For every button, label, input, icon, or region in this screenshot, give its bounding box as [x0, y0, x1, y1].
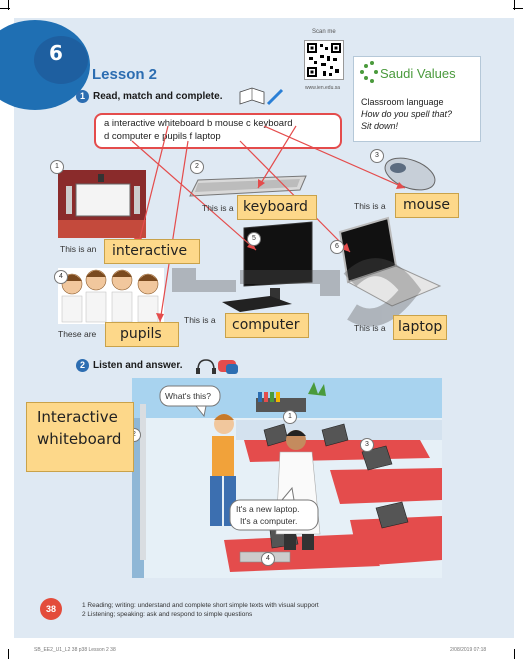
word-box-line1: a interactive whiteboard b mouse c keybo…: [104, 118, 293, 129]
crop-mark: [514, 649, 515, 659]
answer-laptop[interactable]: laptop: [393, 315, 447, 340]
crop-mark: [8, 649, 9, 659]
unit-badge: [34, 36, 88, 84]
scene-number-4: 4: [261, 552, 275, 566]
caption-1: This is an: [60, 244, 97, 254]
word-box-line2: d computer e pupils f laptop: [104, 131, 221, 142]
laptop-picture: [338, 216, 442, 307]
lesson-title: Lesson 2: [92, 66, 158, 83]
crop-mark: [0, 8, 10, 9]
qr-label: Scan me: [312, 29, 336, 35]
speech-bubble-answer-line2: It's a computer.: [240, 516, 298, 526]
keyboard-picture: [189, 175, 307, 197]
crop-mark: [513, 8, 523, 9]
print-slug-right: 2/08/2019 07:18: [450, 647, 487, 653]
scene-number-1: 1: [283, 410, 297, 424]
whiteboard-picture: [58, 170, 146, 238]
print-slug-left: SB_EE2_U1_L2 38 p38 Lesson 2 38: [34, 647, 116, 653]
answer-keyboard[interactable]: keyboard: [237, 195, 317, 220]
page-number: 38: [40, 598, 62, 620]
unit-badge-glyph: 6: [49, 41, 63, 65]
pupils-picture: [58, 268, 164, 324]
item-number-2: 2: [190, 160, 204, 174]
crop-mark: [8, 0, 9, 10]
scene-number-3: 3: [360, 438, 374, 452]
speech-bubble-answer-line1: It's a new laptop.: [236, 504, 300, 514]
exercise-2-instruction: Listen and answer.: [93, 360, 183, 371]
exercise-1-instruction: Read, match and complete.: [93, 91, 223, 102]
item-number-5: 5: [247, 232, 261, 246]
exercise-1-number: 1: [76, 90, 89, 103]
caption-3: This is a: [354, 201, 386, 211]
item-number-6: 6: [330, 240, 344, 254]
exercise-2-number: 2: [76, 359, 89, 372]
saudi-values-line3: Sit down!: [361, 121, 399, 131]
answer-interactive[interactable]: interactive: [104, 239, 200, 264]
saudi-values-title: Saudi Values: [380, 66, 456, 81]
qr-code-icon[interactable]: [304, 40, 344, 80]
crop-mark: [514, 0, 515, 10]
item-number-4: 4: [54, 270, 68, 284]
footer-objective-2: 2 Listening; speaking: ask and respond t…: [82, 611, 253, 618]
answer-pupils[interactable]: pupils: [105, 322, 179, 347]
answer-mouse[interactable]: mouse: [395, 193, 459, 218]
caption-6: This is a: [354, 323, 386, 333]
watermark-logo-icon: [172, 258, 422, 327]
qr-url: www.ien.edu.sa: [305, 85, 341, 91]
answer-interactive-whiteboard[interactable]: Interactive whiteboard: [26, 402, 134, 472]
footer-objective-1: 1 Reading; writing: understand and compl…: [82, 602, 319, 609]
speech-bubble-question: What's this?: [165, 391, 212, 401]
saudi-values-line2: How do you spell that?: [361, 109, 453, 119]
caption-5: This is a: [184, 315, 216, 325]
answer-computer[interactable]: computer: [225, 313, 309, 338]
mouse-picture: [384, 157, 436, 191]
caption-2: This is a: [202, 203, 234, 213]
computer-picture: [222, 221, 313, 312]
item-number-1: 1: [50, 160, 64, 174]
caption-4: These are: [58, 329, 97, 339]
item-number-3: 3: [370, 149, 384, 163]
word-box: [94, 113, 342, 149]
saudi-values-line1: Classroom language: [361, 97, 444, 107]
